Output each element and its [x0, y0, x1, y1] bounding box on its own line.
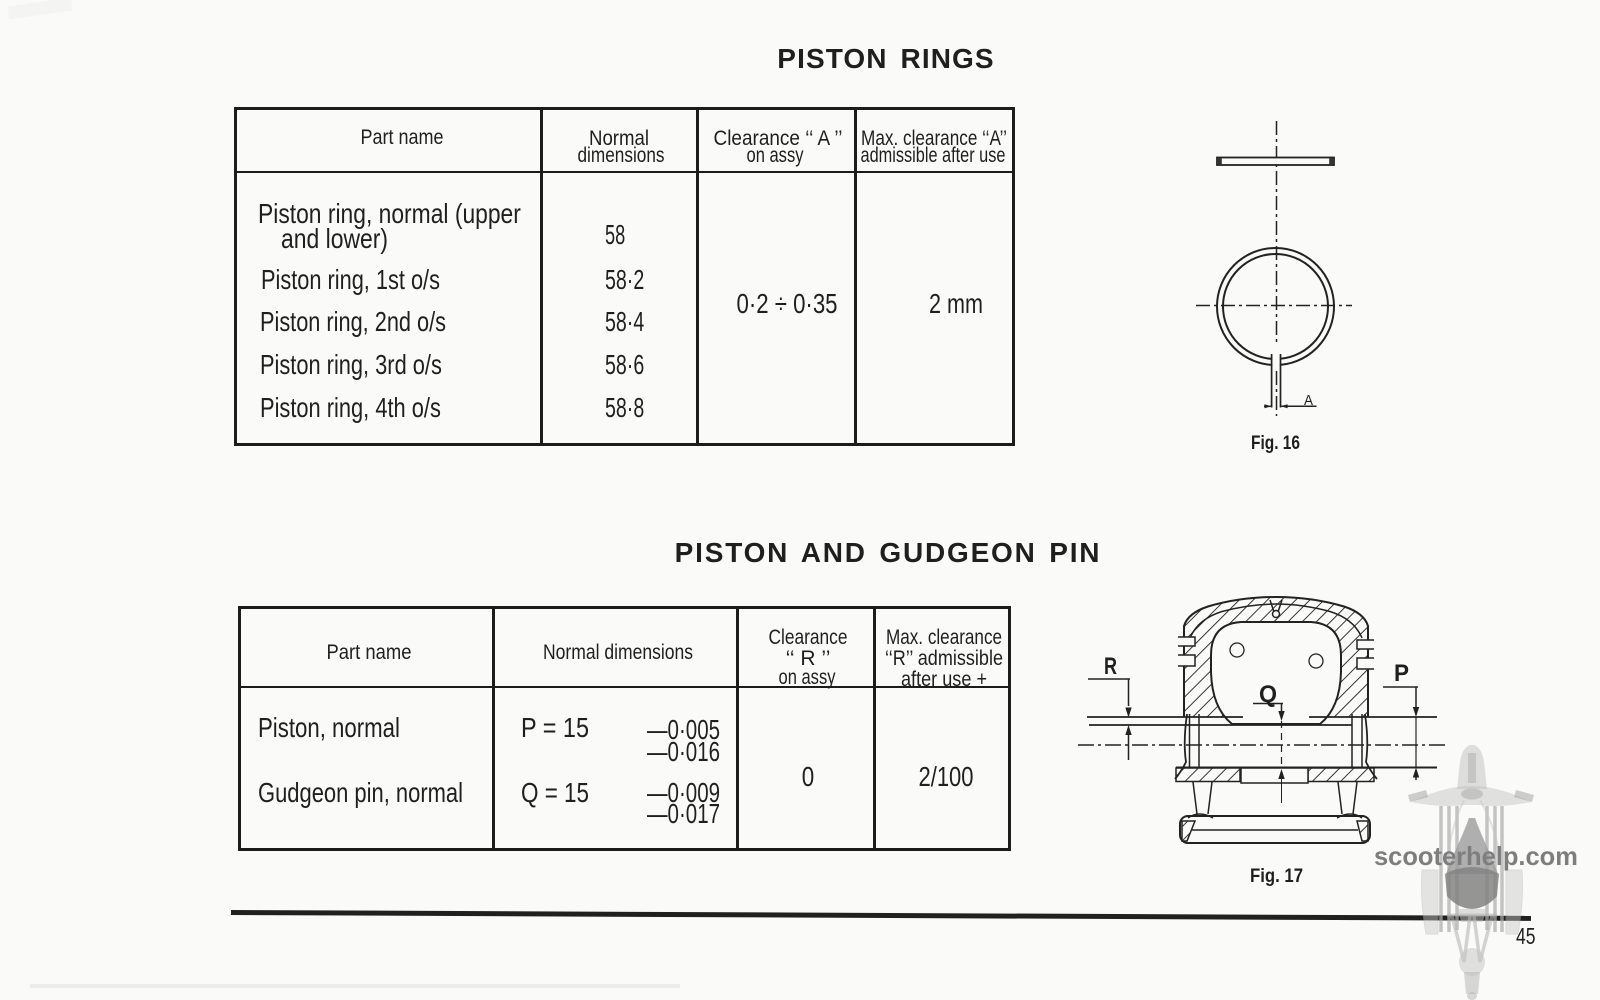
svg-text:Fig. 17: Fig. 17: [1250, 866, 1303, 887]
svg-text:A: A: [1304, 392, 1313, 409]
svg-text:R: R: [1104, 653, 1117, 680]
svg-text:Q: Q: [1259, 681, 1277, 708]
svg-text:Fig. 16: Fig. 16: [1251, 433, 1300, 454]
svg-text:P: P: [1394, 660, 1409, 687]
